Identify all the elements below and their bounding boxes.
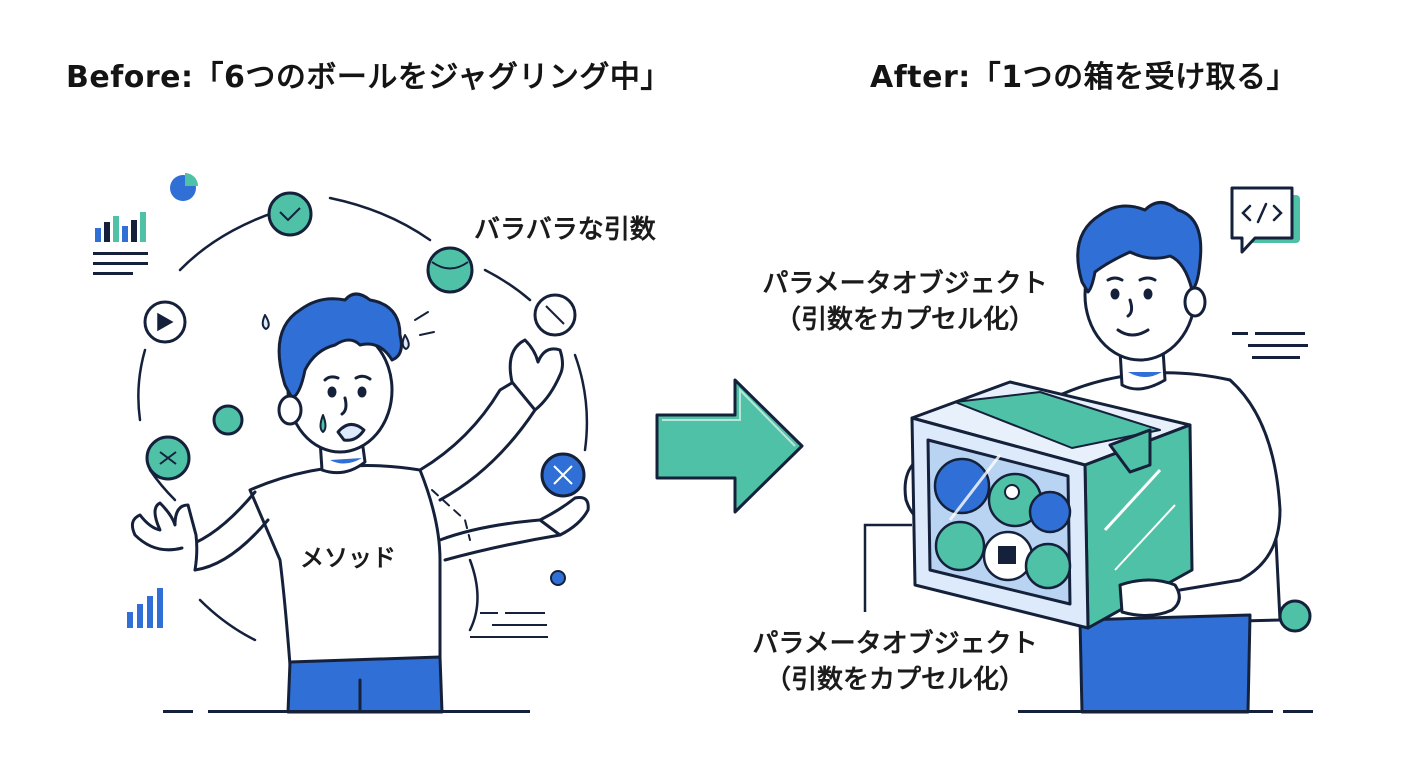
right-hand <box>1118 578 1181 617</box>
juggling-balls <box>143 191 586 586</box>
bar-chart-icon <box>127 588 163 628</box>
juggling-person <box>130 196 590 714</box>
ball <box>426 246 474 294</box>
callout-top: パラメータオブジェクト （引数をカプセル化） <box>740 266 1070 338</box>
method-shirt-label: メソッド <box>300 544 396 572</box>
after-title: After:「1つの箱を受け取る」 <box>870 60 1298 95</box>
speed-lines <box>1232 332 1308 359</box>
callout-top-line2: （引数をカプセル化） <box>774 305 1035 335</box>
encapsulated-balls <box>933 457 1072 590</box>
callout-bottom: パラメータオブジェクト （引数をカプセル化） <box>735 626 1055 698</box>
callout-bottom-line2: （引数をカプセル化） <box>764 665 1025 695</box>
pants <box>1078 613 1252 714</box>
ball <box>212 404 244 436</box>
hair <box>1076 201 1203 294</box>
right-hand-low <box>538 496 590 537</box>
ground-line <box>163 710 530 713</box>
arrow-right-icon <box>655 378 804 514</box>
speed-lines <box>470 612 548 638</box>
callout-top-line1: パラメータオブジェクト <box>762 269 1048 299</box>
ball <box>267 191 313 237</box>
pie-chart-icon <box>170 173 198 201</box>
callout-bottom-line1: パラメータオブジェクト <box>752 629 1038 659</box>
ground-line <box>1018 710 1313 713</box>
decorative-dot <box>1278 599 1312 633</box>
hair <box>277 292 403 400</box>
scattered-args-label: バラバラな引数 <box>474 215 656 245</box>
code-chat-icon <box>1230 186 1300 254</box>
bar-chart-icon <box>93 212 148 275</box>
left-hand <box>130 501 199 572</box>
parameter-object-box <box>910 380 1194 630</box>
pants <box>286 655 444 714</box>
right-hand-up <box>508 338 564 412</box>
callout-leader <box>863 523 912 612</box>
before-title: Before:「6つのボールをジャグリング中」 <box>66 60 671 95</box>
